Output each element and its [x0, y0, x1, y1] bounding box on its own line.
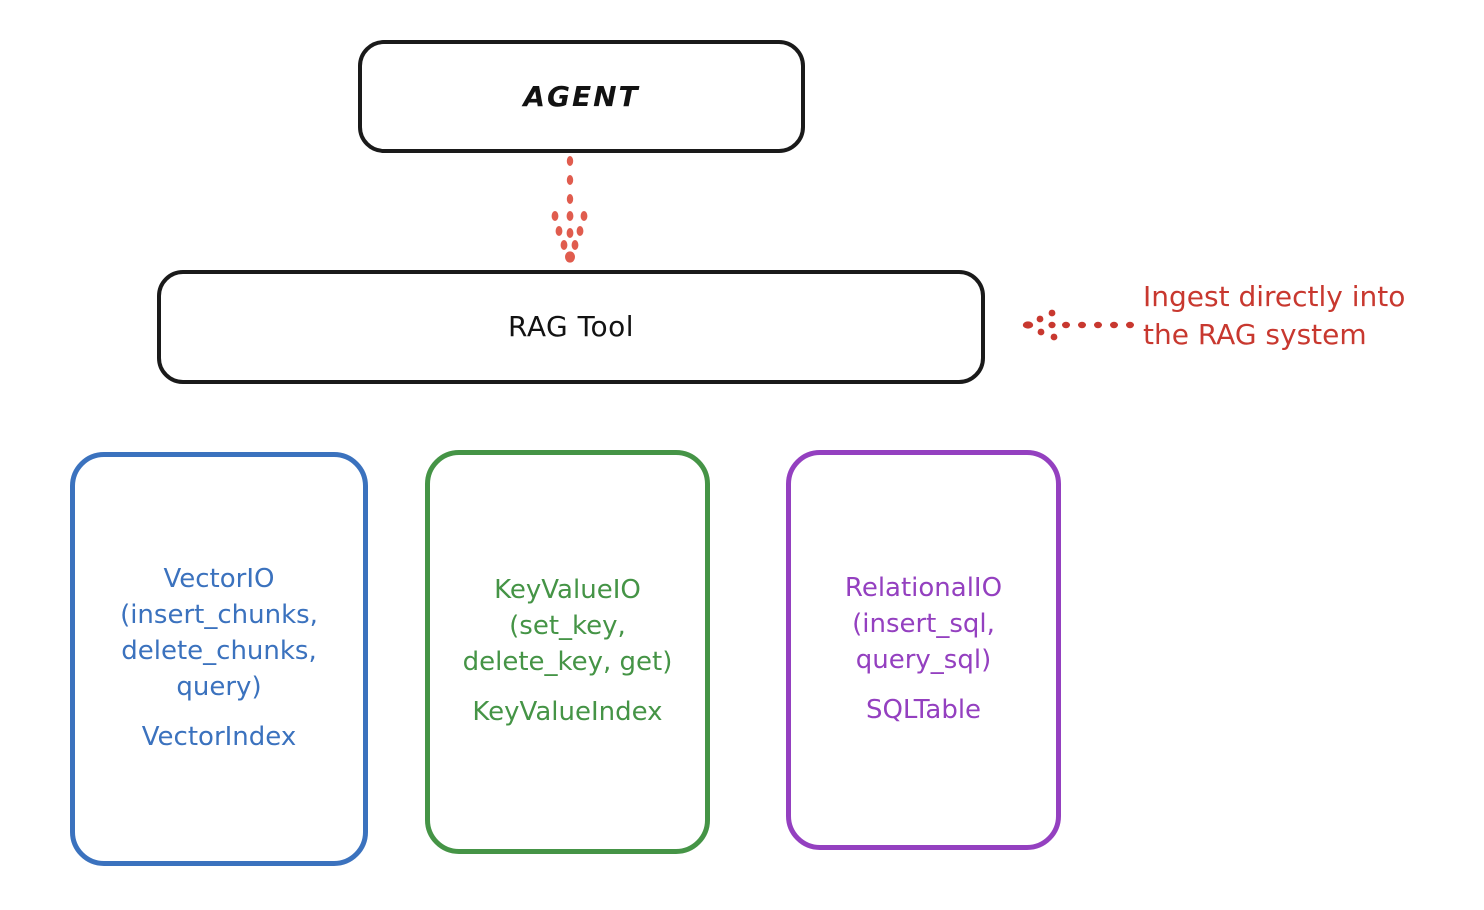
- node-rag-tool-label: RAG Tool: [508, 310, 634, 344]
- connector-agent-to-rag-tool: [551, 156, 588, 263]
- node-relational-io[interactable]: RelationalIO (insert_sql, query_sql) SQL…: [786, 450, 1061, 850]
- node-relational-io-content: RelationalIO (insert_sql, query_sql) SQL…: [837, 571, 1010, 729]
- node-vector-io[interactable]: VectorIO (insert_chunks, delete_chunks, …: [70, 452, 368, 866]
- divider-key-value-io: [455, 681, 681, 695]
- node-key-value-io-content: KeyValueIO (set_key, delete_key, get) Ke…: [455, 573, 681, 731]
- node-key-value-io-index-label: KeyValueIndex: [472, 697, 663, 728]
- node-relational-io-table-label: SQLTable: [865, 695, 982, 726]
- node-vector-io-content: VectorIO (insert_chunks, delete_chunks, …: [112, 562, 326, 756]
- node-agent[interactable]: AGENT: [358, 40, 805, 153]
- node-rag-tool[interactable]: RAG Tool: [157, 270, 985, 384]
- divider-vector-io: [112, 706, 326, 720]
- connector-annotation-to-rag-tool: [1022, 309, 1134, 341]
- node-key-value-io[interactable]: KeyValueIO (set_key, delete_key, get) Ke…: [425, 450, 710, 854]
- divider-relational-io: [837, 679, 1010, 693]
- node-vector-io-index-label: VectorIndex: [141, 722, 297, 752]
- node-key-value-io-label: KeyValueIO (set_key, delete_key, get): [462, 575, 673, 677]
- node-vector-io-label: VectorIO (insert_chunks, delete_chunks, …: [120, 564, 318, 702]
- annotation-ingest: Ingest directly into the RAG system: [1143, 280, 1406, 351]
- node-agent-label: AGENT: [523, 79, 640, 113]
- node-relational-io-label: RelationalIO (insert_sql, query_sql): [844, 573, 1003, 675]
